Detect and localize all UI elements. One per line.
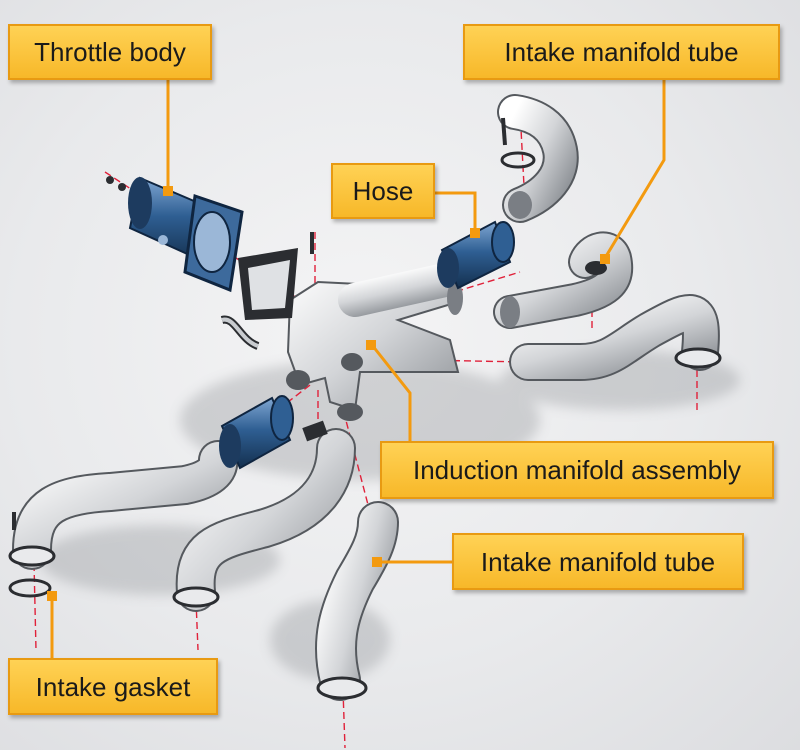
throttle-body-part — [106, 176, 244, 293]
intake-tube-lower-middle — [172, 428, 356, 612]
intake-manifold-tube-top-label: Intake manifold tube — [463, 24, 780, 80]
throttle-gasket-part — [238, 232, 314, 320]
induction-manifold-body — [286, 263, 469, 442]
intake-tube-right-lower — [509, 294, 722, 381]
hose-upper-part — [437, 220, 515, 290]
callout-leader-lines — [50, 80, 666, 658]
intake-manifold-tube-bottom-label: Intake manifold tube — [452, 533, 744, 590]
intake-gasket-label: Intake gasket — [8, 658, 218, 715]
callout-anchor-dots — [47, 186, 610, 601]
intake-tube-bottom — [314, 501, 399, 701]
hose-lower-part — [219, 395, 294, 470]
intake-tube-top — [497, 94, 579, 223]
sensor-fitting-part — [220, 315, 260, 350]
throttle-body-label: Throttle body — [8, 24, 212, 80]
intake-tube-right-upper — [493, 231, 634, 329]
hose-label: Hose — [331, 163, 435, 219]
induction-manifold-assembly-label: Induction manifold assembly — [380, 441, 774, 499]
intake-tube-lower-left — [8, 440, 239, 598]
